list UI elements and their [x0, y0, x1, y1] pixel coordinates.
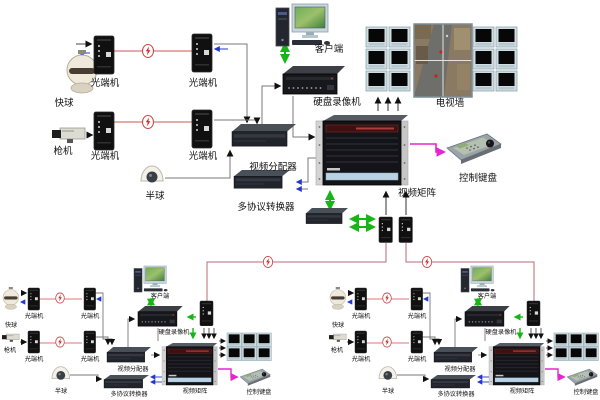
dvr-label: 硬盘录像机 [486, 328, 518, 336]
gun-camera [51, 127, 86, 144]
gun-camera-label: 枪机 [331, 346, 344, 354]
video-matrix-label: 视频矩阵 [183, 387, 208, 395]
gun-camera-label: 枪机 [53, 145, 73, 157]
dvr-label: 硬盘录像机 [313, 96, 361, 108]
video-matrix-label: 视频矩阵 [398, 187, 437, 199]
video-wall-screen [413, 23, 473, 98]
video-matrix-label: 视频矩阵 [510, 387, 535, 395]
fiber-trunk-left [206, 243, 387, 301]
optical-transceiver-label: 光端机 [189, 150, 218, 162]
optical-transceiver-label: 光端机 [91, 150, 120, 162]
half-dome-label: 半球 [382, 387, 395, 395]
fiber-link-icon [262, 256, 274, 268]
fiber-link-icon [142, 44, 154, 58]
speed-dome-label: 快球 [5, 321, 18, 329]
video-distributor-label: 视频分配器 [249, 161, 297, 173]
video-distributor [231, 123, 297, 147]
tv-wall [365, 23, 518, 98]
half-dome-label: 半球 [55, 387, 68, 395]
dvr-device [282, 65, 346, 95]
speed-dome-label: 快球 [332, 321, 345, 329]
optical-transceiver [93, 35, 115, 75]
speed-dome-label: 快球 [54, 97, 74, 109]
tv-wall-label: 电视墙 [436, 97, 465, 109]
optical-transceiver-label: 光端机 [408, 312, 427, 320]
fiber-link-icon [421, 256, 433, 268]
main-system: 快球 光端机 光端机 枪机 光端机 光端机 半球 客户端 硬盘录像机 电视墙 视… [51, 3, 535, 301]
client-pc [275, 3, 331, 47]
optical-transceiver-label: 光端机 [189, 77, 218, 89]
optical-transceiver-label: 光端机 [408, 355, 427, 363]
optical-transceiver [378, 216, 393, 243]
control-keyboard [446, 133, 502, 165]
optical-transceiver [93, 111, 115, 151]
optical-transceiver-label: 光端机 [81, 355, 100, 363]
fiber-link-icon [142, 115, 154, 129]
video-distributor-label: 视频分配器 [445, 365, 477, 373]
optical-transceiver-label: 光端机 [91, 77, 120, 89]
sub-system-right: 快球 光端机 光端机 枪机 光端机 光端机 半球 客户端 硬盘录像机 视频分配器… [329, 266, 598, 398]
video-matrix [315, 114, 409, 186]
optical-transceiver-label: 光端机 [81, 312, 100, 320]
optical-transceiver [191, 109, 213, 149]
optical-transceiver-label: 光端机 [25, 355, 44, 363]
half-dome-label: 半球 [145, 190, 165, 202]
client-label: 客户端 [315, 43, 344, 55]
optical-transceiver [191, 33, 213, 73]
video-distributor-label: 视频分配器 [118, 365, 150, 373]
sub-system-left: 快球 光端机 光端机 枪机 光端机 光端机 半球 客户端 硬盘录像机 视频分配器… [2, 266, 271, 398]
client-label: 客户端 [478, 292, 497, 300]
optical-transceiver [398, 216, 413, 243]
protocol-converter-label: 多协议转换器 [237, 201, 295, 213]
network-switch [305, 207, 349, 224]
optical-transceiver-label: 光端机 [352, 312, 371, 320]
client-label: 客户端 [151, 292, 170, 300]
fiber-trunk-right [405, 243, 535, 301]
control-keyboard-label: 控制键盘 [247, 388, 272, 396]
protocol-converter-label: 多协议转换器 [437, 390, 475, 398]
gun-camera-label: 枪机 [4, 346, 17, 354]
fiber-trunks [206, 243, 535, 301]
protocol-converter-label: 多协议转换器 [110, 390, 148, 398]
optical-transceiver-label: 光端机 [352, 355, 371, 363]
half-dome-camera [140, 165, 164, 183]
control-keyboard-label: 控制键盘 [574, 388, 599, 396]
dvr-label: 硬盘录像机 [159, 328, 191, 336]
control-keyboard-label: 控制键盘 [459, 172, 498, 184]
optical-transceiver-label: 光端机 [25, 312, 44, 320]
keyboard-cable [410, 143, 446, 157]
